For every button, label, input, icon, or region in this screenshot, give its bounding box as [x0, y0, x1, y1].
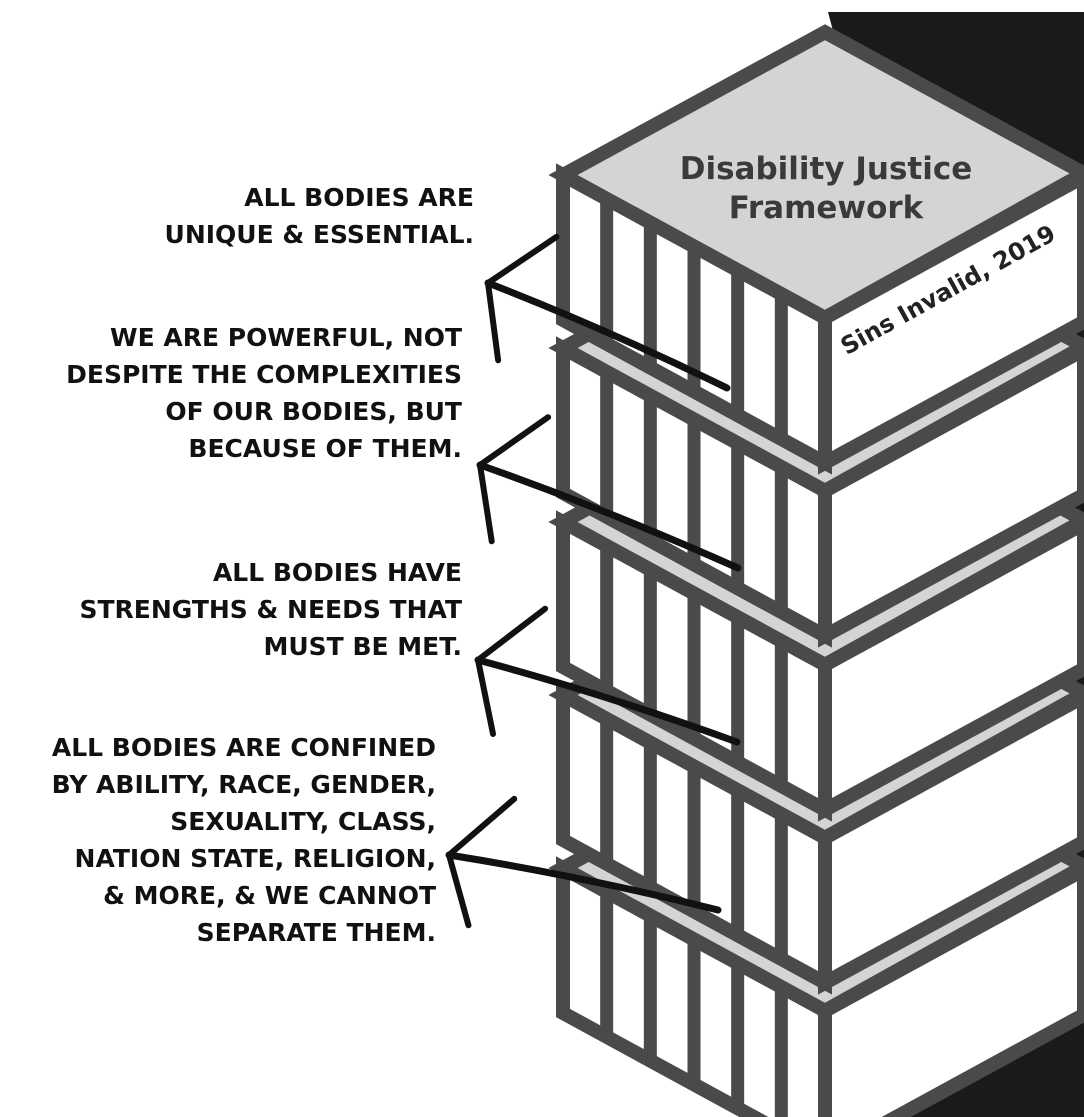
principle-4-line: SEXUALITY, CLASS,	[170, 807, 436, 836]
principle-1-line: UNIQUE & ESSENTIAL.	[164, 220, 474, 249]
principle-2-line: WE ARE POWERFUL, NOT	[110, 323, 462, 352]
principle-4-line: NATION STATE, RELIGION,	[74, 844, 436, 873]
arrow-shaft	[484, 279, 731, 392]
arrowhead-lower	[475, 657, 497, 737]
principle-2-line: OF OUR BODIES, BUT	[165, 397, 462, 426]
layer-top-face	[548, 24, 1084, 326]
arrowhead-upper	[446, 795, 518, 858]
principle-3-line: MUST BE MET.	[263, 632, 463, 661]
principle-2: WE ARE POWERFUL, NOT DESPITE THE COMPLEX…	[0, 319, 462, 467]
pointer-arrow-2	[476, 414, 742, 572]
arrow-shaft	[445, 851, 722, 914]
arrowhead-upper	[485, 233, 560, 286]
principle-2-line: BECAUSE OF THEM.	[188, 434, 462, 463]
pointer-arrow-1	[484, 233, 731, 392]
principle-4-line: BY ABILITY, RACE, GENDER,	[51, 770, 436, 799]
arrow-shaft	[476, 461, 742, 572]
principle-1: ALL BODIES ARE UNIQUE & ESSENTIAL.	[0, 179, 474, 253]
arrowhead-lower	[477, 462, 495, 545]
principle-3-line: STRENGTHS & NEEDS THAT	[79, 595, 462, 624]
principle-4: ALL BODIES ARE CONFINED BY ABILITY, RACE…	[0, 729, 436, 951]
principle-4-line: & MORE, & WE CANNOT	[103, 881, 436, 910]
pointer-arrow-4	[445, 795, 722, 929]
principle-4-line: SEPARATE THEM.	[196, 918, 436, 947]
diagram-title-line-2: Framework	[729, 190, 925, 226]
stack-layer-1	[548, 24, 1084, 475]
principle-3: ALL BODIES HAVE STRENGTHS & NEEDS THAT M…	[0, 554, 462, 665]
arrowhead-upper	[477, 414, 552, 468]
arrowhead-lower	[446, 852, 472, 929]
arrow-shaft	[474, 656, 741, 746]
principle-1-line: ALL BODIES ARE	[244, 183, 474, 212]
principle-4-line: ALL BODIES ARE CONFINED	[51, 733, 436, 762]
diagram-title-line-1: Disability Justice	[680, 151, 973, 187]
arrowhead-upper	[475, 605, 549, 663]
principle-3-line: ALL BODIES HAVE	[212, 558, 462, 587]
principle-2-line: DESPITE THE COMPLEXITIES	[66, 360, 462, 389]
arrowhead-lower	[485, 280, 502, 364]
pointer-arrow-3	[474, 605, 741, 746]
